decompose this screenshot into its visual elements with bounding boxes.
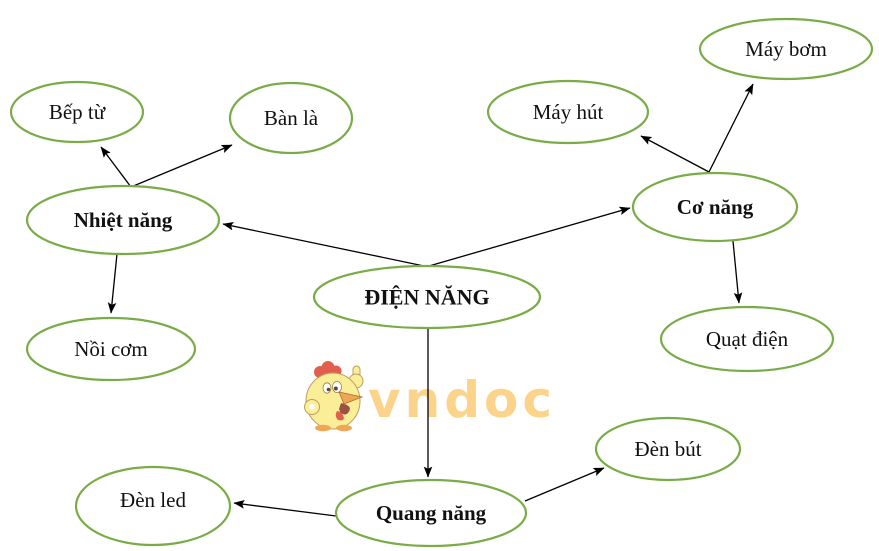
- node-den-led-label: Đèn led: [120, 488, 186, 512]
- node-nhiet-nang: Nhiệt năng: [25, 184, 221, 256]
- node-ban-la-label: Bàn là: [264, 106, 319, 130]
- node-may-bom: Máy bơm: [698, 17, 874, 81]
- arrow-co-nang-to-may-hut: [640, 135, 710, 173]
- node-bep-tu-label: Bếp từ: [49, 100, 106, 124]
- node-dien-nang-label: ĐIỆN NĂNG: [364, 284, 489, 309]
- arrow-dien-nang-to-nhiet-nang: [222, 221, 425, 267]
- arrow-nhiet-nang-to-noi-com: [107, 253, 118, 314]
- node-quang-nang: Quang năng: [334, 478, 528, 548]
- node-dien-nang: ĐIỆN NĂNG: [312, 264, 542, 330]
- vndoc-logo-text: vndoc: [368, 371, 556, 429]
- node-noi-com: Nồi cơm: [25, 316, 197, 382]
- arrow-co-nang-to-quat-dien: [732, 240, 743, 304]
- arrow-quang-nang-to-den-but: [524, 467, 605, 502]
- edges: [100, 83, 754, 517]
- node-den-led: Đèn led: [74, 465, 232, 547]
- node-bep-tu: Bếp từ: [9, 80, 145, 144]
- arrow-dien-nang-to-co-nang: [428, 206, 631, 267]
- arrow-quang-nang-to-den-led: [233, 500, 337, 517]
- node-may-hut: Máy hút: [486, 79, 650, 145]
- arrow-nhiet-nang-to-ban-la: [130, 144, 233, 188]
- node-noi-com-label: Nồi cơm: [74, 337, 148, 361]
- node-den-but: Đèn bút: [594, 416, 742, 482]
- arrow-nhiet-nang-to-bep-tu: [100, 146, 132, 188]
- node-may-hut-label: Máy hút: [533, 100, 604, 124]
- nodes: Bếp từ Bàn là Máy hút Máy bơm Nhiệt năng…: [9, 17, 874, 548]
- node-ban-la: Bàn là: [228, 81, 354, 155]
- chicken-mascot-icon: [304, 361, 364, 432]
- vndoc-watermark: vndoc: [304, 361, 556, 432]
- node-quat-dien: Quạt điện: [659, 305, 835, 373]
- node-co-nang: Cơ năng: [631, 171, 799, 243]
- node-may-bom-label: Máy bơm: [745, 37, 827, 61]
- node-co-nang-label: Cơ năng: [677, 195, 754, 219]
- node-den-but-label: Đèn bút: [634, 437, 701, 461]
- arrow-co-nang-to-may-bom: [708, 83, 754, 173]
- node-quat-dien-label: Quạt điện: [706, 327, 789, 351]
- node-nhiet-nang-label: Nhiệt năng: [74, 208, 173, 232]
- node-quang-nang-label: Quang năng: [376, 501, 487, 525]
